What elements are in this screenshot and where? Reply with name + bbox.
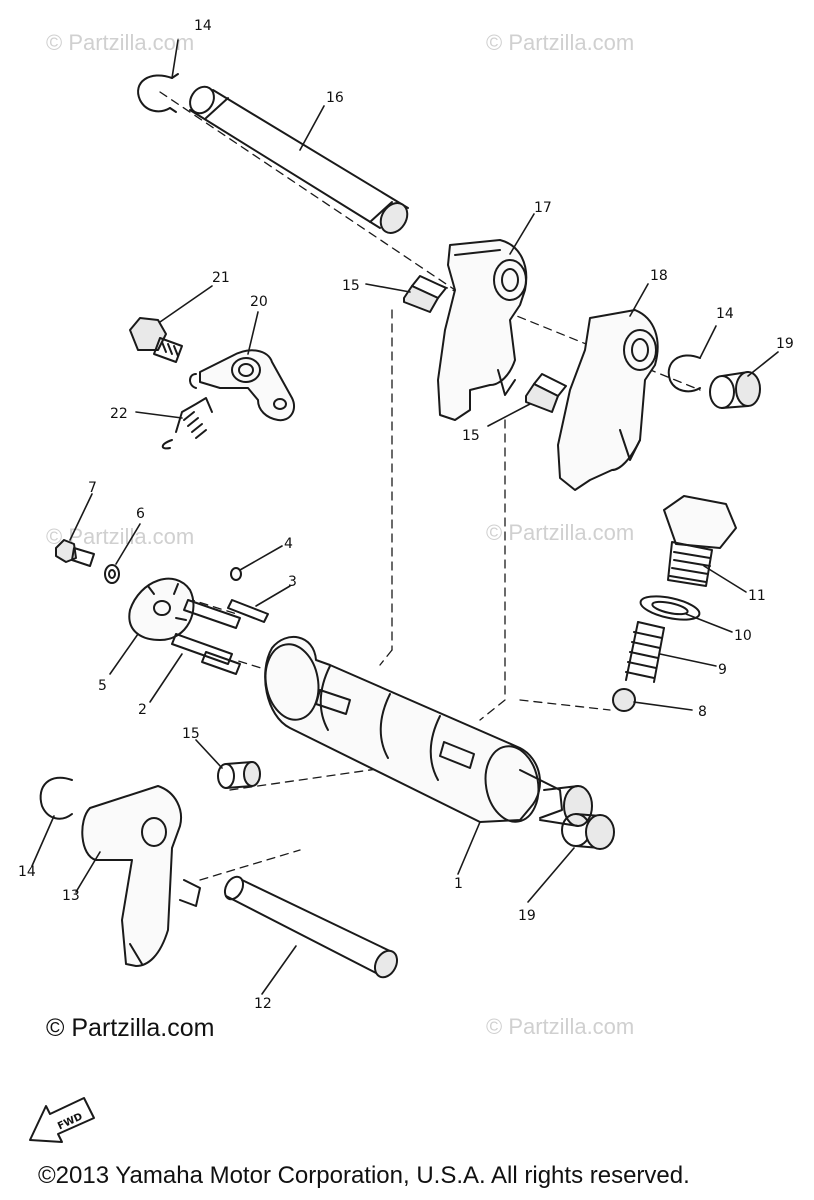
- callout-8: 8: [698, 704, 707, 720]
- callout-22: 22: [110, 406, 128, 422]
- plug-bolt-11: [663, 495, 737, 587]
- shift-fork-17: [437, 239, 528, 421]
- watermark: © Partzilla.com: [46, 30, 195, 55]
- shaft-12: [223, 875, 399, 979]
- gasket-10: [639, 595, 701, 621]
- callout-13: 13: [62, 888, 80, 904]
- cap-19-upper: [709, 371, 761, 409]
- ball-8: [612, 688, 636, 712]
- callout-11: 11: [748, 588, 766, 604]
- shift-fork-13: [81, 785, 201, 967]
- callout-3: 3: [288, 574, 297, 590]
- copyright-text: ©2013 Yamaha Motor Corporation, U.S.A. A…: [38, 1162, 690, 1189]
- fwd-arrow-icon: FWD: [29, 1097, 95, 1143]
- callout-16: 16: [326, 90, 344, 106]
- washer-6: [104, 564, 120, 584]
- callout-15b: 15: [462, 428, 480, 444]
- shift-fork-18: [557, 309, 659, 491]
- callout-9: 9: [718, 662, 727, 678]
- callout-14c: 14: [18, 864, 36, 880]
- spring-22: [161, 397, 213, 450]
- pin-4: [230, 567, 242, 581]
- watermark-main: © Partzilla.com: [46, 1014, 215, 1042]
- callout-1: 1: [454, 876, 463, 892]
- shaft-16: [189, 85, 409, 234]
- circlip-14-right: [667, 354, 701, 393]
- pin-15-c: [217, 761, 261, 789]
- callout-21: 21: [212, 270, 230, 286]
- callout-6: 6: [136, 506, 145, 522]
- callout-15: 15: [342, 278, 360, 294]
- spring-9: [625, 621, 665, 683]
- callout-15c: 15: [182, 726, 200, 742]
- callout-2: 2: [138, 702, 147, 718]
- bolt-21: [129, 317, 183, 363]
- circlip-14-lower: [39, 776, 73, 820]
- callout-17: 17: [534, 200, 552, 216]
- callout-14: 14: [194, 18, 212, 34]
- watermark: © Partzilla.com: [486, 1014, 635, 1039]
- watermark: © Partzilla.com: [486, 30, 635, 55]
- callout-18: 18: [650, 268, 668, 284]
- shift-cam-1: [264, 636, 593, 827]
- callout-5: 5: [98, 678, 107, 694]
- circlip-14-top: [137, 73, 179, 113]
- segment-plate-5: [128, 577, 195, 641]
- callout-12: 12: [254, 996, 272, 1012]
- callout-labels: 14 16 17 15 21 20 18 14 19 22 15 7 6 4 3…: [18, 18, 794, 1012]
- pin-15-b: [525, 373, 567, 413]
- callout-10: 10: [734, 628, 752, 644]
- callout-20: 20: [250, 294, 268, 310]
- callout-7: 7: [88, 480, 97, 496]
- bolt-7: [55, 539, 95, 567]
- callout-19: 19: [776, 336, 794, 352]
- callout-14b: 14: [716, 306, 734, 322]
- watermark: © Partzilla.com: [486, 520, 635, 545]
- pins-2-3: [171, 599, 269, 675]
- pin-15-a: [403, 275, 447, 313]
- cap-19-lower: [561, 813, 615, 850]
- stopper-lever-20: [189, 349, 296, 422]
- callout-19b: 19: [518, 908, 536, 924]
- callout-4: 4: [284, 536, 293, 552]
